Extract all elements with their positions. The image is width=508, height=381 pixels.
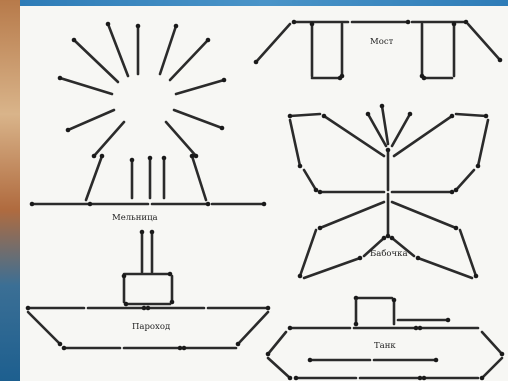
butterfly-body — [318, 148, 455, 239]
tank-figure: Танк — [266, 296, 505, 381]
matchstick-drawing: Мельница Мост — [20, 6, 508, 381]
steamship-label: Пароход — [132, 322, 170, 332]
mill-figure: Мельница — [30, 22, 267, 223]
tank-turret — [354, 296, 451, 327]
steamship-cabin — [122, 272, 175, 307]
steamship-figure: Пароход — [26, 230, 271, 351]
butterfly-lower-right-wing — [390, 202, 479, 278]
butterfly-upper-left-wing — [288, 114, 384, 193]
mill-body — [30, 154, 267, 207]
mill-rays — [58, 22, 227, 159]
butterfly-antennae — [366, 104, 413, 146]
butterfly-lower-left-wing — [298, 202, 387, 278]
bridge-right-pillar — [420, 22, 457, 81]
bridge-left-pillar — [310, 22, 345, 81]
tank-hull — [266, 326, 505, 381]
steamship-chimneys — [140, 230, 155, 272]
background-edge-left — [0, 0, 20, 381]
mill-label: Мельница — [112, 213, 158, 223]
butterfly-figure: Бабочка — [288, 104, 489, 279]
butterfly-upper-right-wing — [394, 114, 488, 193]
bridge-label: Мост — [370, 37, 394, 47]
bridge-figure: Мост — [254, 20, 503, 81]
matchstick-figures-sheet: Мельница Мост — [20, 6, 508, 381]
tank-label: Танк — [374, 341, 396, 351]
butterfly-label: Бабочка — [370, 248, 408, 259]
